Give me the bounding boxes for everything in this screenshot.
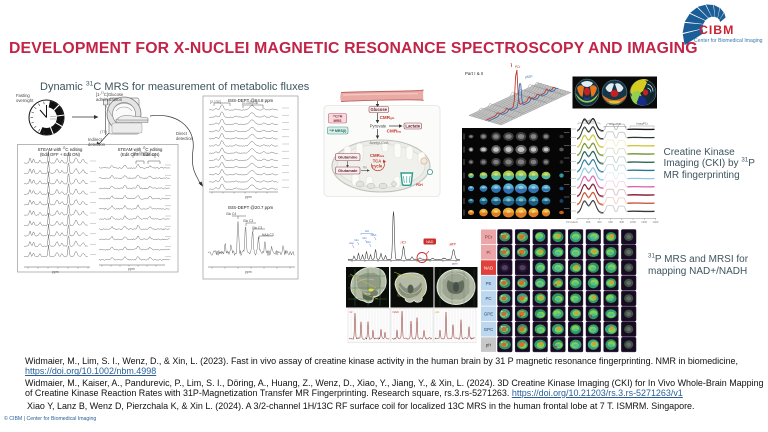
svg-text:800: 800 bbox=[620, 220, 625, 224]
svg-text:GPC: GPC bbox=[484, 327, 494, 332]
svg-text:Glx: Glx bbox=[366, 240, 371, 244]
svg-text:TR index: TR index bbox=[566, 220, 577, 224]
svg-text:CMRlac: CMRlac bbox=[387, 129, 402, 134]
svg-text:1000: 1000 bbox=[630, 220, 636, 224]
svg-text:³¹P MRS(I): ³¹P MRS(I) bbox=[329, 129, 347, 133]
svg-text:PE: PE bbox=[486, 281, 492, 286]
svg-text:0: 0 bbox=[576, 220, 578, 224]
svg-text:MRS: MRS bbox=[334, 119, 343, 123]
svg-text:PCr: PCr bbox=[515, 65, 521, 69]
svg-text:pH: pH bbox=[486, 342, 492, 347]
svg-text:CMRglc: CMRglc bbox=[380, 115, 395, 120]
svg-text:AmpPCr: AmpPCr bbox=[583, 119, 594, 123]
svg-text:400: 400 bbox=[597, 220, 602, 224]
svg-text:ppm: ppm bbox=[452, 262, 458, 266]
svg-text:NAD: NAD bbox=[484, 265, 493, 270]
svg-text:Acetyl-CoA: Acetyl-CoA bbox=[370, 141, 389, 145]
svg-text:Pi: Pi bbox=[487, 250, 491, 255]
svg-text:CMRtca: CMRtca bbox=[370, 153, 385, 158]
svg-text:↓tCr: ↓tCr bbox=[400, 241, 407, 245]
svg-text:γATP: γATP bbox=[525, 75, 533, 79]
svg-text:Glu: Glu bbox=[354, 238, 359, 242]
svg-text:1200: 1200 bbox=[641, 220, 647, 224]
svg-text:pH: pH bbox=[436, 310, 440, 314]
svg-text:AmpATP: AmpATP bbox=[609, 122, 621, 126]
svg-text:ImagPCr: ImagPCr bbox=[636, 122, 648, 126]
svg-text:200: 200 bbox=[586, 220, 591, 224]
svg-text:GPE: GPE bbox=[484, 312, 493, 317]
svg-text:1400: 1400 bbox=[653, 220, 659, 224]
svg-text:PC: PC bbox=[485, 296, 491, 301]
svg-text:Asp: Asp bbox=[349, 241, 354, 245]
svg-text:600: 600 bbox=[608, 220, 613, 224]
svg-text:Vx: Vx bbox=[363, 166, 367, 170]
svg-text:NAD: NAD bbox=[426, 240, 434, 244]
svg-text:¹³C/¹H: ¹³C/¹H bbox=[333, 115, 343, 119]
svg-text:↓ATP: ↓ATP bbox=[448, 243, 456, 247]
svg-text:Glutamine: Glutamine bbox=[338, 155, 358, 160]
svg-text:Cr: Cr bbox=[350, 310, 353, 314]
svg-text:Glucose: Glucose bbox=[370, 107, 387, 112]
svg-text:PDH: PDH bbox=[416, 183, 423, 187]
svg-text:NAD: NAD bbox=[393, 310, 400, 314]
svg-text:Pyruvate: Pyruvate bbox=[370, 124, 387, 129]
svg-text:Lactate: Lactate bbox=[405, 124, 420, 129]
svg-text:PCr: PCr bbox=[485, 235, 493, 240]
svg-text:Gln: Gln bbox=[362, 236, 367, 240]
svg-text:Glc: Glc bbox=[365, 229, 370, 233]
svg-text:NAA: NAA bbox=[371, 233, 377, 237]
svg-text:TCA: TCA bbox=[373, 159, 382, 164]
svg-text:Glutamate: Glutamate bbox=[338, 168, 358, 173]
svg-text:cycle: cycle bbox=[372, 164, 383, 169]
